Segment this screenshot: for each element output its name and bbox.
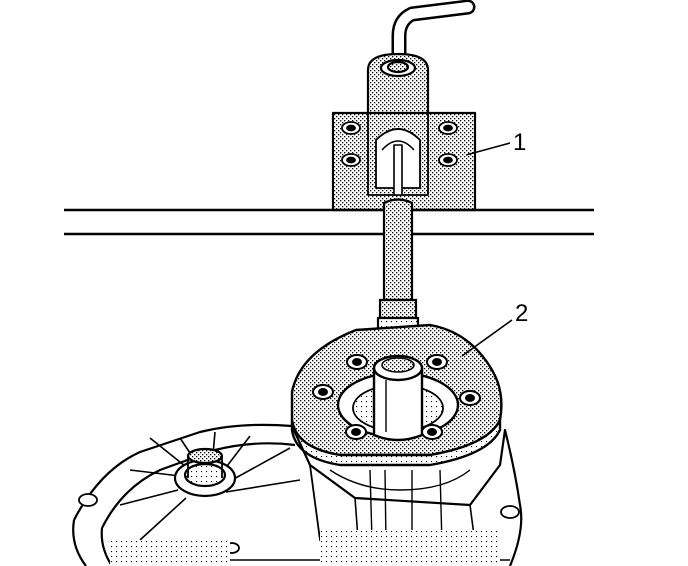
callout-label-2: 2 <box>515 300 529 327</box>
leader-line-2 <box>461 319 513 357</box>
remover-plate <box>290 323 503 467</box>
plate-bolts <box>312 354 481 440</box>
hydraulic-press <box>331 0 477 212</box>
transfer-case-housing <box>72 423 523 566</box>
press-bed <box>64 208 594 236</box>
mount-bolts <box>341 121 458 167</box>
leader-line-1 <box>465 142 511 156</box>
callout-label-1: 1 <box>513 129 527 156</box>
leader-lines <box>461 142 513 357</box>
